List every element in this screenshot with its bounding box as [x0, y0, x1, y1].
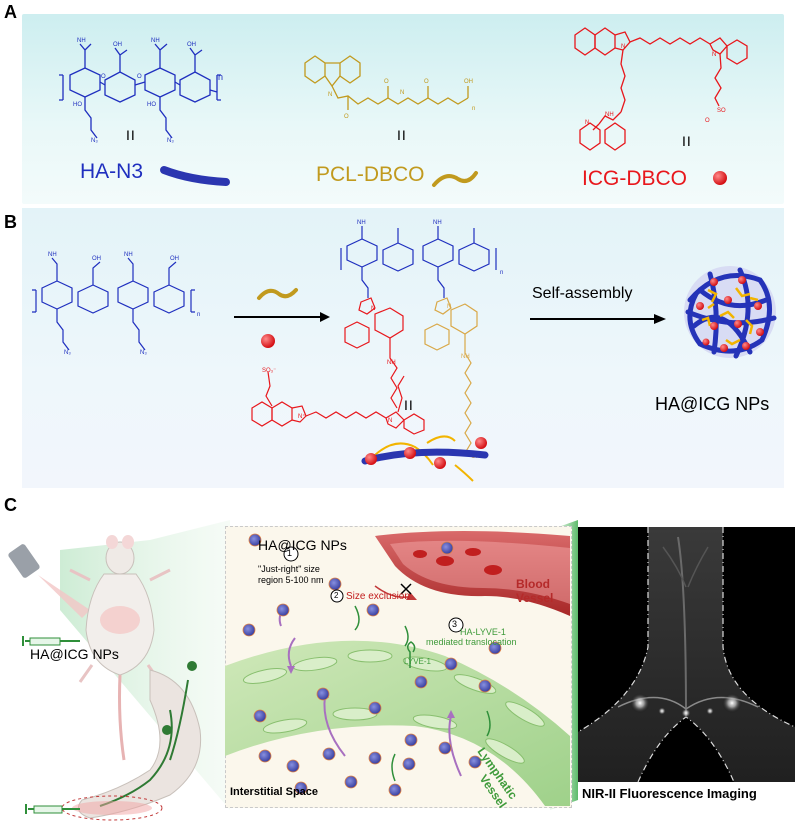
inset-title: HA@ICG NPs [258, 537, 347, 553]
svg-text:N₃: N₃ [140, 350, 147, 356]
svg-text:OH: OH [113, 42, 122, 48]
pcl-dbco-structure: N O O N O OH n [304, 55, 475, 120]
pcl-dbco-label: PCL-DBCO [316, 163, 425, 186]
mouse-illustration [8, 535, 202, 821]
syringe-top [22, 636, 80, 646]
svg-text:N: N [621, 44, 625, 50]
svg-text:OH: OH [170, 256, 179, 262]
svg-text:O: O [137, 74, 142, 80]
step1-line1: "Just-right" size [258, 564, 320, 574]
svg-text:N⁺: N⁺ [298, 413, 306, 420]
syringe-bottom [25, 804, 80, 814]
self-assembly-label: Self-assembly [532, 285, 633, 302]
svg-text:OH: OH [464, 79, 473, 85]
self-assembly-arrow [530, 314, 666, 324]
nanoparticle-cluster [242, 533, 502, 797]
step2-text: Size exclusion [346, 591, 410, 602]
step2-number: 2 [334, 591, 339, 600]
pcl-strand-icon [432, 171, 478, 187]
icg-dbco-structure: N N NH N SO O [574, 27, 748, 151]
svg-text:O: O [705, 118, 710, 124]
svg-text:N₃: N₃ [64, 350, 71, 356]
step3-line1: HA-LYVE-1 [460, 627, 506, 637]
lyve1-label: LYVE-1 [404, 657, 431, 666]
svg-text:NH: NH [433, 220, 442, 226]
svg-text:N: N [371, 306, 375, 312]
icg-dye-attached: SO₃⁻ N⁺ N [251, 368, 425, 435]
svg-text:N: N [388, 418, 392, 424]
svg-text:NH: NH [461, 354, 470, 360]
svg-text:N₃: N₃ [167, 138, 174, 144]
ha-n3-label: HA-N3 [80, 160, 144, 183]
svg-text:NH: NH [124, 252, 133, 258]
panel-a-background [22, 14, 784, 204]
conjugate-equals: II [404, 397, 414, 413]
ha-icg-nps-product-label: HA@ICG NPs [655, 394, 770, 414]
svg-text:n: n [472, 106, 475, 112]
reaction-arrow [234, 312, 330, 322]
step1-number: 1 [287, 548, 293, 558]
ha-n3-structure-b: NH NH OH OH N₃ N₃ n [32, 252, 200, 356]
step3-line2: mediated translocation [426, 637, 517, 647]
svg-text:N: N [328, 92, 332, 98]
svg-text:SO₃⁻: SO₃⁻ [262, 368, 276, 374]
svg-text:OH: OH [92, 256, 101, 262]
panel-b-background [22, 208, 784, 488]
nir-caption: NIR-II Fluorescence Imaging [582, 786, 757, 801]
ha-n3-strand-icon [160, 166, 230, 186]
svg-text:NH: NH [387, 360, 396, 366]
svg-text:HO: HO [147, 102, 156, 108]
svg-text:N: N [447, 304, 451, 310]
nir-fluorescence-image [577, 527, 796, 783]
svg-text:HO: HO [73, 102, 82, 108]
pcl-dbco-equals: II [397, 127, 407, 143]
ha-n3-equals: II [126, 127, 136, 143]
svg-text:OH: OH [187, 42, 196, 48]
interstitial-scene [225, 531, 570, 806]
svg-text:SO: SO [717, 108, 726, 114]
svg-text:n: n [500, 270, 503, 276]
blood-vessel-label-1: Blood [516, 577, 550, 591]
ha-n3-subscript-n: n [218, 72, 224, 82]
svg-text:O: O [384, 79, 389, 85]
icg-dbco-label: ICG-DBCO [582, 167, 687, 190]
ha-n3-structure: NH OH NH OH N₃ N₃ HO HO O O [59, 38, 221, 144]
svg-text:N: N [585, 120, 589, 126]
conjugate-strand-icon [361, 435, 489, 482]
laser-device [8, 544, 90, 618]
svg-text:NH: NH [48, 252, 57, 258]
icg-dot-reactant [261, 334, 275, 348]
blood-vessel-label-2: Vessel [516, 591, 554, 605]
interstitial-space-label: Interstitial Space [230, 786, 319, 798]
svg-text:NH: NH [77, 38, 86, 44]
step1-line2: region 5-100 nm [258, 575, 324, 585]
svg-text:N: N [400, 90, 404, 96]
icg-dot-icon [713, 171, 727, 185]
ha-icg-nanoparticle [684, 266, 777, 359]
pcl-strand-reactant [257, 288, 298, 300]
svg-text:N: N [712, 52, 716, 58]
panel-label-b: B [4, 212, 17, 232]
svg-text:NH: NH [605, 112, 614, 118]
svg-text:NH: NH [151, 38, 160, 44]
svg-text:O: O [101, 74, 106, 80]
svg-text:NH: NH [357, 220, 366, 226]
icg-dbco-equals: II [682, 133, 692, 149]
step3-number: 3 [452, 619, 458, 629]
panel-label-a: A [4, 2, 17, 22]
svg-text:n: n [197, 312, 200, 318]
svg-text:N₃: N₃ [91, 138, 98, 144]
mouse-injection-label: HA@ICG NPs [30, 646, 119, 662]
panel-label-c: C [4, 495, 17, 515]
svg-text:O: O [344, 114, 349, 120]
svg-text:O: O [424, 79, 429, 85]
